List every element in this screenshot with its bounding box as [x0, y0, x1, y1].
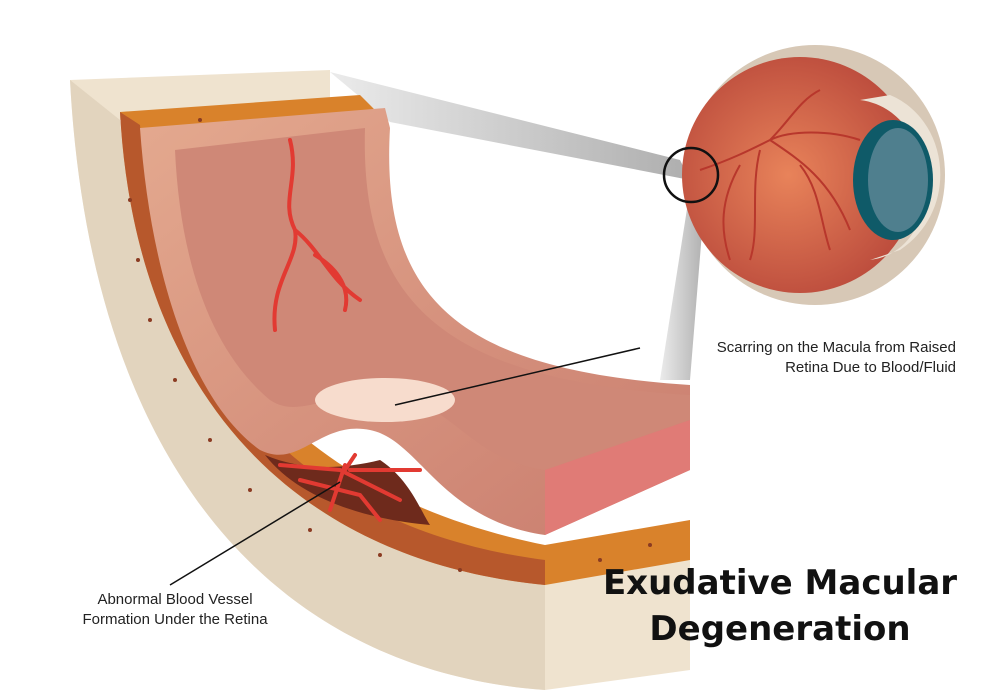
eyeball: [682, 45, 945, 305]
vessel-label-line2: Formation Under the Retina: [82, 611, 268, 628]
vessel-label-line1: Abnormal Blood Vessel: [97, 591, 253, 608]
magnify-beam-bottom: [660, 190, 705, 380]
title-line2: Degeneration: [649, 609, 911, 649]
scarring-label-line1: Scarring on the Macula from Raised: [716, 339, 956, 356]
retina-inner-surface: [175, 128, 690, 470]
scarring-label-line2: Retina Due to Blood/Fluid: [785, 359, 956, 376]
title-line1: Exudative Macular: [602, 563, 958, 603]
macula-bulge: [315, 378, 455, 422]
retina-front-edge: [545, 420, 690, 535]
diagram-title: Exudative Macular Degeneration: [590, 560, 970, 652]
magnify-beam-top: [330, 72, 690, 180]
magnify-circle: [662, 146, 720, 204]
retina-vessel: [272, 138, 362, 332]
scarring-callout-line: [394, 347, 641, 406]
vessel-callout-line: [169, 481, 341, 586]
scarring-label: Scarring on the Macula from Raised Retin…: [636, 338, 956, 378]
vessel-label: Abnormal Blood Vessel Formation Under th…: [40, 590, 310, 630]
eye-vessels: [699, 89, 861, 261]
abnormal-vessels: [278, 453, 422, 522]
tissue-speckles: [128, 118, 652, 572]
